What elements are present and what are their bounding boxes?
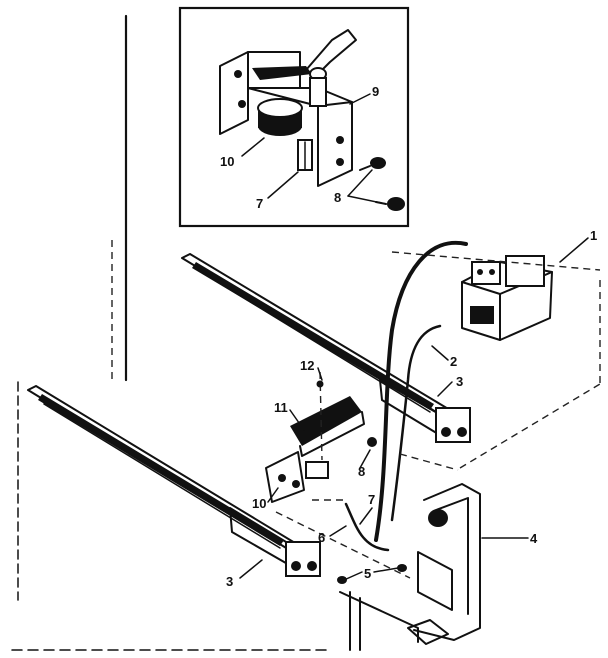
bracket-4	[407, 483, 481, 645]
label-7: 7	[368, 492, 375, 507]
label-11: 11	[274, 400, 288, 415]
label-4: 4	[530, 531, 538, 546]
label-8: 8	[358, 464, 365, 479]
label-6: 6	[318, 530, 325, 545]
inset-detail-box	[178, 6, 410, 228]
label-2: 2	[450, 354, 457, 369]
burner-right	[181, 253, 471, 443]
gas-tubing	[344, 240, 468, 552]
label-3-right: 3	[456, 374, 463, 389]
label-12: 12	[300, 358, 314, 373]
inset-label-9: 9	[372, 84, 379, 99]
screw-8-upper	[359, 157, 386, 171]
label-10: 10	[252, 496, 266, 511]
leader-lines	[239, 237, 589, 584]
cabinet-outline	[17, 14, 128, 601]
gas-valve	[461, 255, 553, 341]
burner-left	[27, 385, 321, 577]
inset-label-8: 8	[334, 190, 341, 205]
inset-label-7: 7	[256, 196, 263, 211]
label-3-left: 3	[226, 574, 233, 589]
pilot-assembly	[265, 371, 377, 503]
label-5: 5	[364, 566, 371, 581]
base-outline	[11, 251, 601, 651]
inset-label-10: 10	[220, 154, 234, 169]
label-1: 1	[590, 228, 597, 243]
